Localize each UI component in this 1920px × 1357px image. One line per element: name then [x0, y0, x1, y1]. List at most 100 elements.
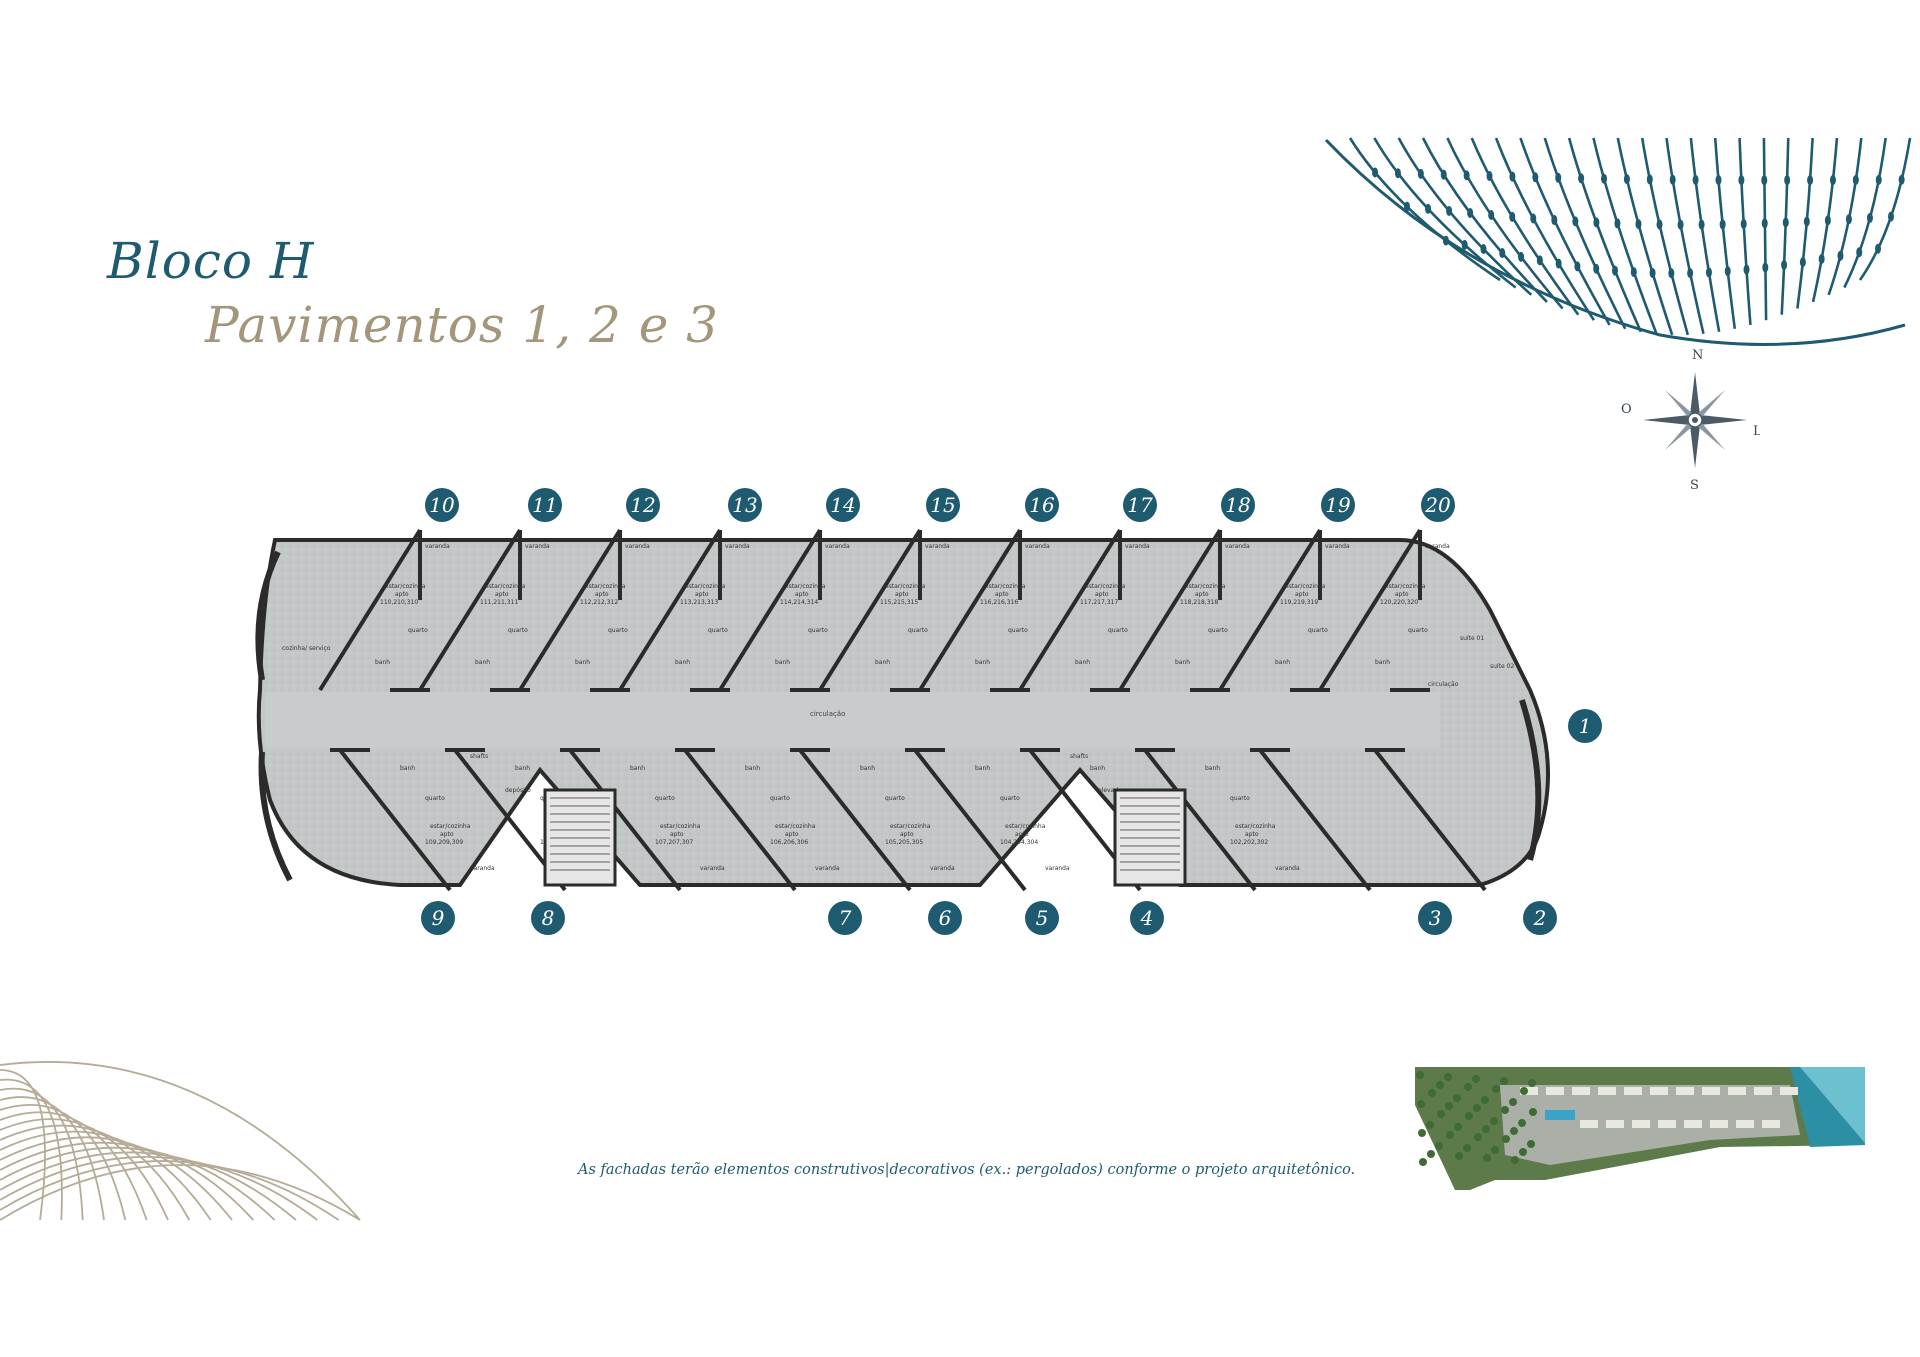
room-label-quarto: quarto: [1000, 795, 1020, 802]
room-label-apto: apto: [1395, 591, 1409, 598]
room-label-estar: estar/cozinha: [1185, 583, 1226, 590]
svg-text:16: 16: [1029, 493, 1055, 517]
room-label-quarto: quarto: [808, 627, 828, 634]
room-label-varanda: varanda: [425, 543, 450, 550]
unit-badge-1: 1: [1568, 709, 1602, 743]
room-label-suite2: suíte 02: [1490, 663, 1514, 670]
room-label-banho: banh: [400, 765, 415, 772]
room-label-banho: banh: [1375, 659, 1390, 666]
floors-subtitle: Pavimentos 1, 2 e 3: [205, 296, 719, 354]
svg-text:2: 2: [1533, 906, 1547, 930]
room-label-estar: estar/cozinha: [1235, 823, 1276, 830]
room-label-varanda: varanda: [930, 865, 955, 872]
room-label-quarto: quarto: [508, 627, 528, 634]
svg-text:5: 5: [1036, 906, 1049, 930]
svg-text:9: 9: [432, 906, 445, 930]
room-label-varanda: varanda: [1275, 865, 1300, 872]
unit-badge-10: 10: [425, 488, 459, 522]
apto-number-top: 120,220,320: [1380, 599, 1418, 606]
room-label-apto: apto: [895, 591, 909, 598]
room-label-quarto: quarto: [885, 795, 905, 802]
room-label-varanda: varanda: [700, 865, 725, 872]
decorative-fan-bottom: [0, 1061, 361, 1221]
apto-number-top: 110,210,310: [380, 599, 418, 606]
room-label-varanda: varanda: [1325, 543, 1350, 550]
room-label-apto: apto: [1295, 591, 1309, 598]
room-label-apto: apto: [900, 831, 914, 838]
room-label-banho: banh: [575, 659, 590, 666]
unit-badge-5: 5: [1025, 901, 1059, 935]
svg-text:14: 14: [830, 493, 855, 517]
room-label-apto: apto: [495, 591, 509, 598]
unit-badge-6: 6: [928, 901, 962, 935]
room-label-banho: banh: [1275, 659, 1290, 666]
room-label-apto: apto: [785, 831, 799, 838]
svg-text:11: 11: [532, 493, 557, 517]
room-label-banho: banh: [860, 765, 875, 772]
room-label-varanda: varanda: [1025, 543, 1050, 550]
unit-badge-18: 18: [1221, 488, 1255, 522]
compass-rose-icon: N S O L: [1621, 348, 1760, 493]
room-label-estar: estar/cozinha: [585, 583, 626, 590]
room-label-banho: banh: [975, 765, 990, 772]
site-plan-thumbnail: [1415, 1067, 1865, 1190]
svg-text:8: 8: [542, 906, 555, 930]
apto-number-top: 115,215,315: [880, 599, 918, 606]
apto-number-top: 118,218,318: [1180, 599, 1218, 606]
apto-number-bottom: 109,209,309: [425, 839, 463, 846]
svg-text:6: 6: [939, 906, 952, 930]
room-label-estar: estar/cozinha: [1285, 583, 1326, 590]
room-label-quarto: quarto: [1308, 627, 1328, 634]
room-label-shafts: shafts: [470, 753, 488, 760]
footnote: As fachadas terão elementos construtivos…: [578, 1162, 1356, 1178]
room-label-quarto: quarto: [770, 795, 790, 802]
room-label-apto: apto: [995, 591, 1009, 598]
svg-text:20: 20: [1424, 493, 1451, 517]
room-label-quarto: quarto: [425, 795, 445, 802]
compass-s: S: [1690, 478, 1699, 493]
room-label-apto: apto: [595, 591, 609, 598]
room-label-estar: estar/cozinha: [1385, 583, 1426, 590]
room-label-apto: apto: [695, 591, 709, 598]
room-label-varanda: varanda: [1045, 865, 1070, 872]
room-label-banho: banh: [675, 659, 690, 666]
room-label-apto: apto: [795, 591, 809, 598]
room-label-apto: apto: [1015, 831, 1029, 838]
unit-badge-16: 16: [1025, 488, 1059, 522]
apto-number-top: 114,214,314: [780, 599, 818, 606]
apto-number-bottom: 102,202,302: [1230, 839, 1268, 846]
room-label-banho: banh: [515, 765, 530, 772]
room-label-banho: banh: [1175, 659, 1190, 666]
svg-text:17: 17: [1127, 493, 1153, 517]
room-label-estar: estar/cozinha: [785, 583, 826, 590]
room-label-estar: estar/cozinha: [985, 583, 1026, 590]
room-label-estar: estar/cozinha: [685, 583, 726, 590]
room-label-varanda: varanda: [1425, 543, 1450, 550]
unit-badge-15: 15: [926, 488, 960, 522]
svg-text:15: 15: [930, 493, 955, 517]
svg-text:18: 18: [1225, 493, 1250, 517]
room-label-estar: estar/cozinha: [430, 823, 471, 830]
unit-badge-20: 20: [1421, 488, 1455, 522]
room-label-banho: banh: [1205, 765, 1220, 772]
compass-n: N: [1692, 348, 1703, 363]
apto-number-bottom: 104,204,304: [1000, 839, 1038, 846]
unit-badge-12: 12: [626, 488, 660, 522]
room-label-estar: estar/cozinha: [775, 823, 816, 830]
apto-number-top: 112,212,312: [580, 599, 618, 606]
room-label-varanda: varanda: [1125, 543, 1150, 550]
room-label-banho: banh: [375, 659, 390, 666]
block-title: Bloco H: [107, 232, 315, 290]
room-label-suite1: suíte 01: [1460, 635, 1484, 642]
compass-w: O: [1621, 402, 1632, 417]
decorative-fan-top: [1324, 137, 1912, 346]
apto-number-bottom: 107,207,307: [655, 839, 693, 846]
room-label-varanda: varanda: [525, 543, 550, 550]
room-label-circulacao: circulação: [1428, 681, 1459, 688]
apto-number-top: 111,211,311: [480, 599, 518, 606]
svg-text:3: 3: [1429, 906, 1442, 930]
room-label-quarto: quarto: [1408, 627, 1428, 634]
room-label-elevador: elevador: [1098, 787, 1125, 794]
room-label-banho: banh: [775, 659, 790, 666]
